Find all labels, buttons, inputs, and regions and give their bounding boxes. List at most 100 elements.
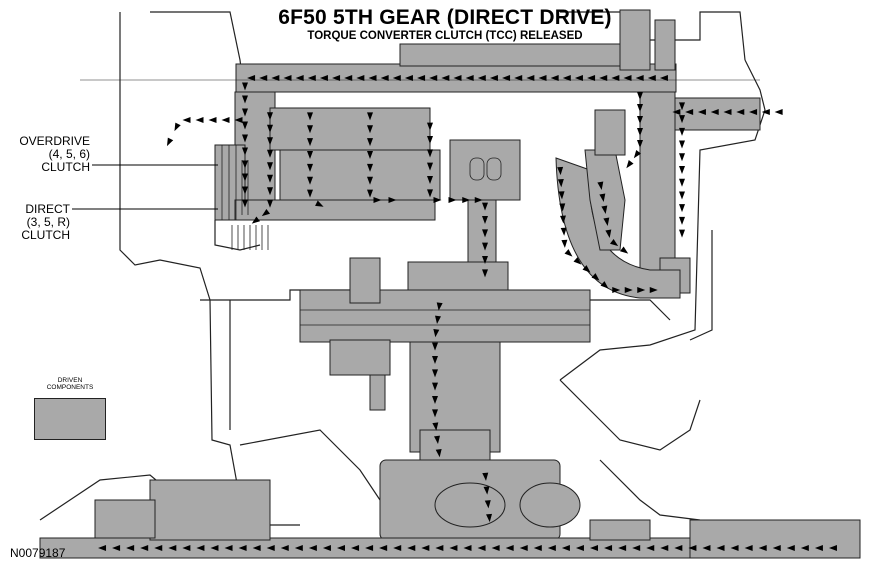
flow-arrow bbox=[482, 229, 488, 238]
flow-arrow bbox=[267, 174, 273, 183]
legend-swatch-driven bbox=[34, 398, 106, 440]
flow-arrow bbox=[702, 545, 711, 551]
flow-arrow bbox=[196, 545, 205, 551]
flow-arrow bbox=[611, 75, 620, 81]
flow-arrow bbox=[502, 75, 511, 81]
flow-arrow bbox=[393, 545, 402, 551]
flow-arrow bbox=[637, 92, 643, 100]
flow-arrow bbox=[433, 328, 440, 338]
flow-arrow bbox=[315, 200, 324, 207]
flow-arrow bbox=[221, 117, 230, 123]
flow-arrow bbox=[463, 545, 472, 551]
flow-arrow bbox=[294, 545, 303, 551]
flow-arrow bbox=[618, 545, 627, 551]
flow-arrow bbox=[166, 137, 174, 147]
flow-arrow bbox=[242, 199, 248, 208]
flow-arrow bbox=[710, 109, 719, 115]
flow-arrow bbox=[432, 396, 438, 404]
flow-arrow bbox=[267, 124, 273, 133]
flow-arrow bbox=[605, 229, 612, 238]
diagram-subtitle: TORQUE CONVERTER CLUTCH (TCC) RELEASED bbox=[307, 30, 583, 42]
flow-arrow bbox=[637, 104, 643, 112]
driven-components bbox=[39, 9, 861, 559]
flow-arrow bbox=[557, 166, 564, 176]
flow-arrow bbox=[632, 545, 641, 551]
flow-arrow bbox=[427, 122, 433, 131]
flow-arrow bbox=[432, 382, 438, 391]
flow-arrow bbox=[307, 75, 316, 81]
flow-arrow bbox=[774, 109, 783, 115]
flow-arrow bbox=[482, 242, 488, 251]
flow-arrow bbox=[251, 216, 260, 224]
flow-arrow bbox=[388, 197, 397, 203]
flow-arrow bbox=[367, 151, 373, 159]
flow-arrow bbox=[453, 75, 462, 81]
flow-arrow bbox=[242, 147, 248, 156]
flow-arrow bbox=[559, 203, 566, 212]
flow-arrow bbox=[557, 179, 564, 188]
flow-arrow bbox=[647, 75, 656, 81]
flow-arrow bbox=[267, 112, 273, 121]
flow-arrow bbox=[238, 545, 247, 551]
flow-arrow bbox=[140, 545, 149, 551]
flow-arrow bbox=[307, 176, 313, 185]
flow-arrow bbox=[261, 208, 270, 217]
flow-arrow bbox=[182, 117, 191, 123]
reference-number: N0079187 bbox=[10, 546, 66, 560]
flow-arrow bbox=[307, 189, 313, 198]
flow-arrow bbox=[435, 545, 444, 551]
flow-arrow bbox=[267, 149, 273, 158]
flow-arrow bbox=[367, 189, 373, 198]
flow-arrow bbox=[367, 138, 373, 147]
flow-arrow bbox=[749, 109, 758, 115]
flow-arrow bbox=[477, 75, 486, 81]
flow-arrow bbox=[533, 545, 542, 551]
flow-arrow bbox=[404, 75, 413, 81]
flow-arrow bbox=[98, 545, 107, 551]
flow-arrow bbox=[210, 545, 219, 551]
flow-arrow bbox=[477, 545, 486, 551]
flow-arrow bbox=[600, 281, 609, 289]
flow-arrow bbox=[573, 257, 582, 265]
flow-arrow bbox=[421, 545, 430, 551]
flow-arrow bbox=[247, 75, 256, 81]
flow-arrow bbox=[672, 109, 681, 115]
flow-arrow bbox=[307, 163, 313, 172]
flow-arrow bbox=[679, 127, 685, 136]
flow-arrow bbox=[267, 199, 273, 208]
flow-arrow bbox=[307, 125, 313, 134]
flow-arrow bbox=[679, 115, 685, 124]
flow-arrow bbox=[519, 545, 528, 551]
flow-arrow bbox=[242, 108, 248, 117]
flow-arrow bbox=[679, 229, 685, 238]
flow-arrow bbox=[283, 75, 292, 81]
flow-arrow bbox=[474, 197, 483, 203]
flow-arrow bbox=[761, 109, 770, 115]
flow-arrow bbox=[234, 117, 243, 123]
flow-arrow bbox=[659, 75, 668, 81]
flow-arrow bbox=[271, 75, 280, 81]
flow-arrow bbox=[561, 239, 568, 248]
converter-shaft bbox=[619, 9, 651, 71]
output-gear-teeth bbox=[419, 429, 491, 461]
flow-arrow bbox=[574, 75, 583, 81]
flow-arrow bbox=[716, 545, 725, 551]
flow-arrow bbox=[356, 75, 365, 81]
flow-arrow bbox=[599, 75, 608, 81]
flow-arrow bbox=[307, 151, 313, 159]
flow-arrow bbox=[679, 191, 685, 200]
flow-arrow bbox=[679, 178, 685, 187]
flow-arrow bbox=[612, 287, 621, 293]
flow-arrow bbox=[482, 202, 488, 211]
flow-arrow bbox=[646, 545, 655, 551]
flow-arrow bbox=[367, 125, 373, 134]
flow-arrow bbox=[597, 181, 604, 190]
flow-arrow bbox=[252, 545, 261, 551]
flow-arrow bbox=[242, 173, 248, 182]
flow-arrow bbox=[800, 545, 809, 551]
flow-arrow bbox=[484, 500, 491, 509]
flow-arrow bbox=[603, 217, 610, 226]
flow-arrow bbox=[679, 140, 685, 149]
flow-arrow bbox=[550, 75, 559, 81]
